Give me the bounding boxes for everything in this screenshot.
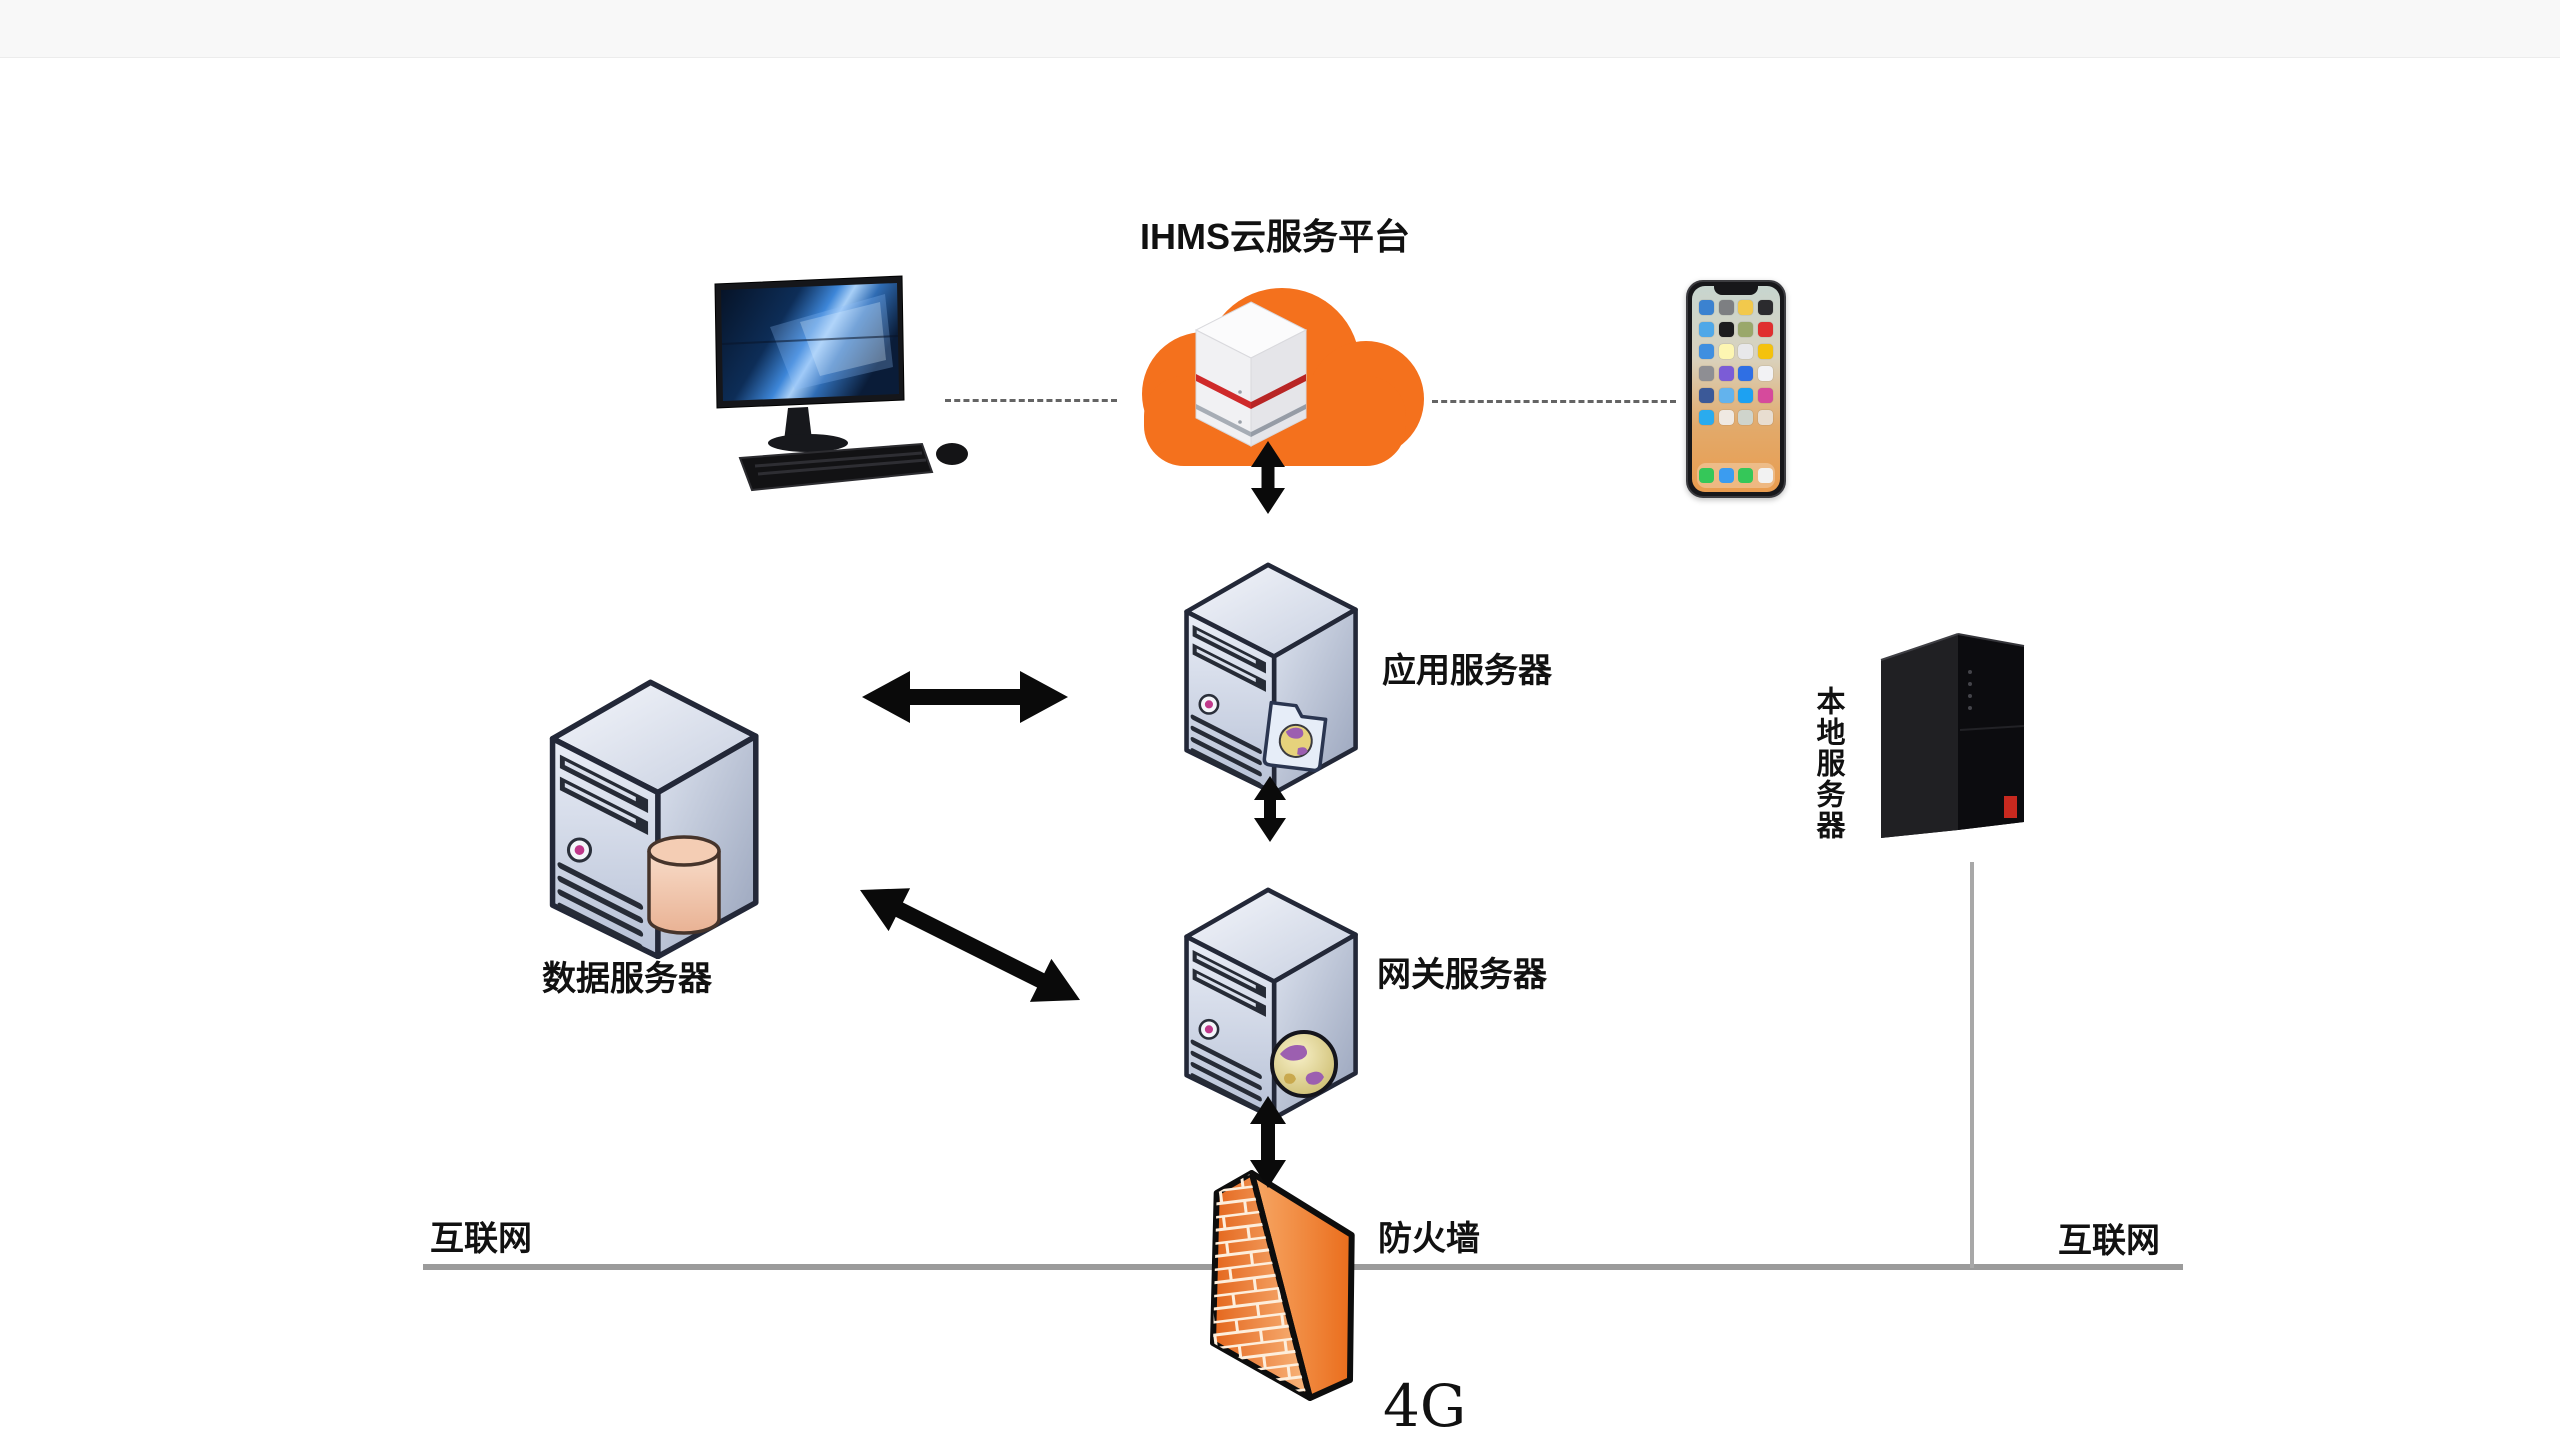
label-local-server: 本地服务器 [1812,686,1844,841]
phone-app-icon [1757,366,1773,381]
phone-app-icon [1718,410,1734,425]
phone-app-icon [1738,322,1754,337]
phone-app-icon [1699,344,1714,359]
label-internet-right: 互联网 [2058,1222,2160,1260]
desktop-computer-icon [714,275,968,492]
phone-app-icon [1738,344,1754,359]
phone-app-icon [1738,366,1754,381]
database-cylinder-icon [647,835,721,935]
phone-dock [1697,463,1775,488]
phone-app-icon [1757,344,1773,359]
phone-app-icon [1699,410,1714,425]
phone-app-icon [1718,388,1734,403]
smartphone-icon [1686,280,1786,498]
phone-app-icon [1757,300,1773,315]
phone-app-icon [1718,322,1734,337]
phone-app-icon [1699,300,1714,315]
phone-app-icon [1738,410,1754,425]
phone-app-icon [1699,322,1714,337]
local-server-icon [1880,633,2025,838]
phone-app-icon [1699,388,1714,403]
top-bar [0,0,2560,58]
label-internet-left: 互联网 [430,1220,532,1258]
label-4g: 4G [1383,1372,1467,1440]
phone-app-icon [1738,388,1754,403]
phone-dock-icon [1699,468,1715,483]
local-server-connector-line [1970,862,1974,1268]
label-gateway-server: 网关服务器 [1377,956,1547,994]
firewall-icon [1210,1170,1355,1401]
phone-app-icon [1757,388,1773,403]
phone-app-icon [1699,366,1714,381]
phone-app-icon [1718,344,1734,359]
label-app-server: 应用服务器 [1382,652,1552,690]
dashed-link-computer-cloud [945,399,1117,402]
phone-app-icon [1757,410,1773,425]
phone-dock-icon [1738,468,1754,483]
label-firewall: 防火墙 [1378,1220,1480,1258]
phone-app-grid [1699,300,1773,425]
phone-app-icon [1718,366,1734,381]
web-folder-icon [1262,700,1328,773]
arrow-data-gateway [860,888,1081,1002]
phone-dock-icon [1718,468,1734,483]
phone-screen [1692,286,1780,492]
phone-app-icon [1718,300,1734,315]
cloud-server-stack-icon [1194,301,1308,447]
globe-icon [1270,1030,1338,1098]
phone-app-icon [1738,300,1754,315]
diagram-title: IHMS云服务平台 [1139,216,1411,257]
arrow-data-app [862,671,1068,723]
phone-app-icon [1757,322,1773,337]
phone-notch [1714,286,1758,295]
label-data-server: 数据服务器 [542,960,712,998]
phone-dock-icon [1757,468,1773,483]
dashed-link-cloud-phone [1432,400,1676,403]
